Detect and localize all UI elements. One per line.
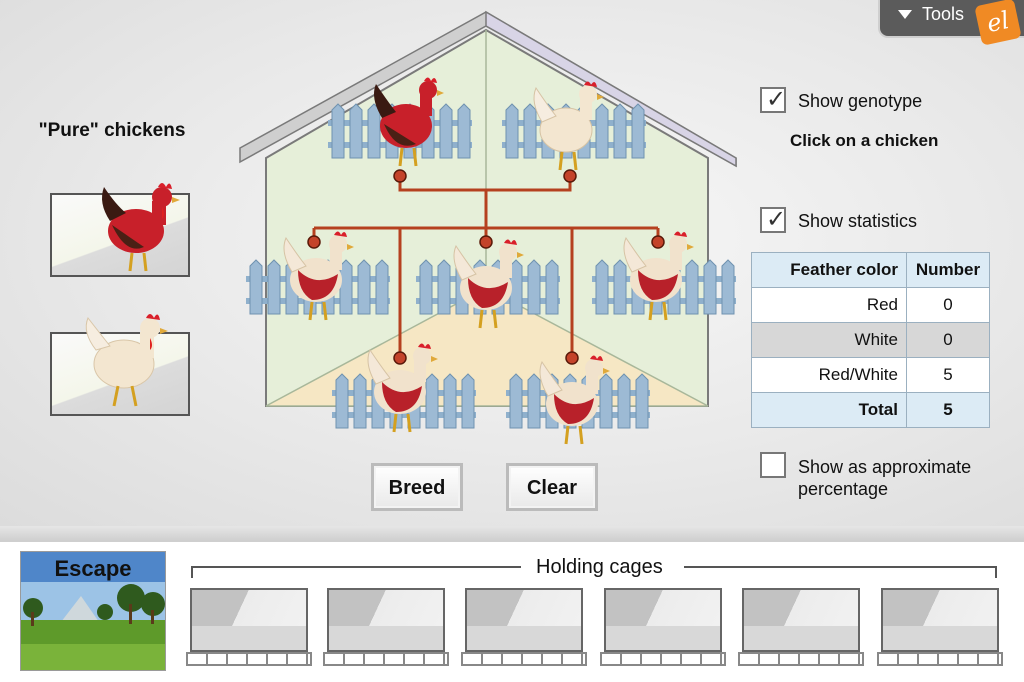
number-cell: 5 <box>906 357 990 393</box>
red-chicken-icon <box>102 183 180 272</box>
breed-button[interactable]: Breed <box>371 463 463 511</box>
statistics-table: Feather color Number Red 0 White 0 Red/W… <box>751 252 990 428</box>
cage-base <box>738 652 864 666</box>
white-chicken-icon <box>85 314 168 407</box>
table-row: Red/White 5 <box>751 357 990 393</box>
cage-base <box>323 652 449 666</box>
color-cell: White <box>751 322 907 358</box>
table-row: White 0 <box>751 322 990 358</box>
show-percentage-label-line2: percentage <box>798 479 889 499</box>
click-chicken-hint: Click on a chicken <box>790 131 939 150</box>
cage-base <box>600 652 726 666</box>
cage-base <box>461 652 587 666</box>
show-genotype-checkbox[interactable]: ✓ <box>760 87 786 113</box>
escape-label: Escape <box>54 556 132 581</box>
tools-menu[interactable]: Tools el <box>878 0 1024 46</box>
triangle-down-icon <box>898 10 912 19</box>
color-cell: Red <box>751 287 907 323</box>
total-value: 5 <box>906 392 990 428</box>
cage-base <box>877 652 1003 666</box>
holding-cage-5[interactable] <box>742 588 860 652</box>
explorelearning-logo: el <box>974 0 1022 46</box>
holding-cage-3[interactable] <box>465 588 583 652</box>
breeding-house <box>239 10 737 446</box>
holding-bracket-tick <box>995 566 997 578</box>
show-statistics-label: Show statistics <box>798 211 918 231</box>
number-header: Number <box>906 252 990 288</box>
number-cell: 0 <box>906 322 990 358</box>
holding-cage-2[interactable] <box>327 588 445 652</box>
clear-button[interactable]: Clear <box>506 463 598 511</box>
number-cell: 0 <box>906 287 990 323</box>
holding-bracket-tick <box>191 566 193 578</box>
tools-label: Tools <box>922 4 965 24</box>
feather-color-header: Feather color <box>751 252 907 288</box>
color-cell: Red/White <box>751 357 907 393</box>
holding-bracket-right <box>684 566 997 568</box>
escape-area[interactable]: Escape <box>20 551 166 671</box>
pure-white-chicken-card[interactable] <box>50 314 190 416</box>
checkmark-icon: ✓ <box>766 206 787 233</box>
show-percentage-label: Show as approximate percentage <box>798 456 971 500</box>
pure-red-chicken-card[interactable] <box>50 183 190 277</box>
total-row: Total 5 <box>751 392 990 428</box>
holding-cage-1[interactable] <box>190 588 308 652</box>
show-percentage-label-line1: Show as approximate <box>798 457 972 477</box>
cage-base <box>186 652 312 666</box>
pure-chickens-title: "Pure" chickens <box>38 120 186 141</box>
table-row: Red 0 <box>751 287 990 323</box>
checkmark-icon: ✓ <box>766 86 787 113</box>
show-percentage-checkbox[interactable] <box>760 452 786 478</box>
show-statistics-checkbox[interactable]: ✓ <box>760 207 786 233</box>
holding-cage-4[interactable] <box>604 588 722 652</box>
total-label: Total <box>751 392 907 428</box>
holding-bracket-left <box>191 566 521 568</box>
panel-separator <box>0 526 1024 540</box>
holding-cage-6[interactable] <box>881 588 999 652</box>
landscape-icon <box>21 552 165 670</box>
holding-cages-title: Holding cages <box>530 556 669 579</box>
show-genotype-label: Show genotype <box>798 91 923 111</box>
